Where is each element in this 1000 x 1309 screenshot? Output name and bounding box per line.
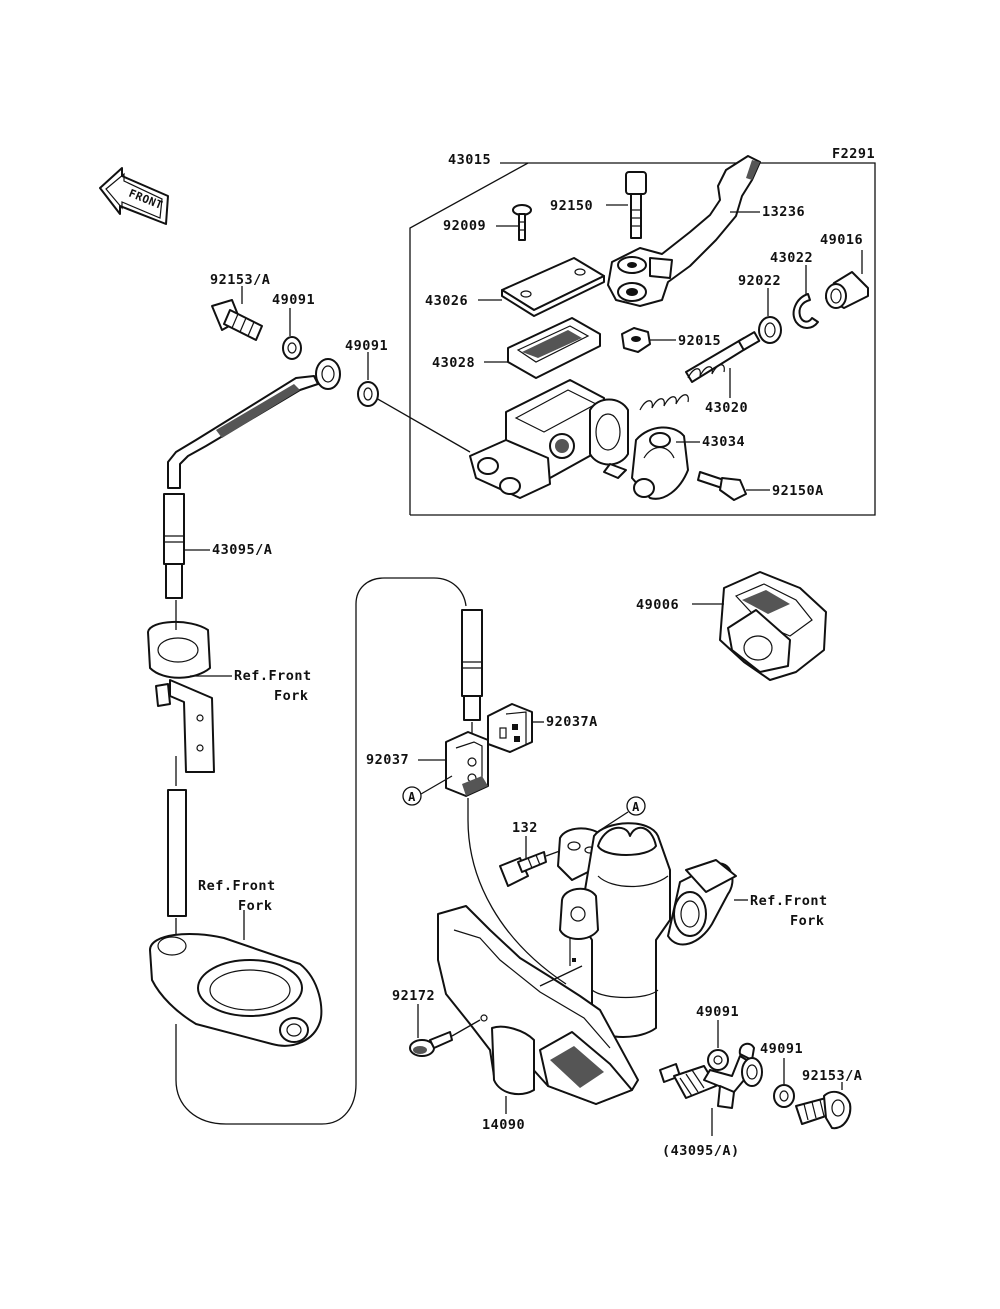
washer-49091-bottom-a [707,1049,729,1071]
hose-clamp-92037A [487,703,533,753]
clamp-43034 [631,426,689,500]
label-43095A-paren: (43095/A) [662,1143,740,1159]
master-cylinder-assembly-box [409,162,876,516]
washer-92022 [758,316,782,344]
cap-43026 [501,257,605,317]
label-43026: 43026 [425,293,468,309]
label-43028: 43028 [432,355,475,371]
callout-a-left [402,786,422,806]
figure-code: F2291 [832,146,875,162]
brake-hose-43095A-lower [167,789,187,917]
label-49091-top-mid: 49091 [345,338,388,354]
boot-49016 [825,271,869,309]
callout-a-right [626,796,646,816]
brake-hose-43095A-upper [167,358,341,489]
label-49091-bottom-b: 49091 [760,1041,803,1057]
cover-49006 [719,571,827,681]
banjo-bolt-92153A-bottom [795,1090,852,1130]
label-92037: 92037 [366,752,409,768]
label-92022: 92022 [738,273,781,289]
label-49091-top-left: 49091 [272,292,315,308]
label-ref-front-fork-3a: Ref.Front [750,893,828,909]
lever-13236 [607,155,761,307]
label-92037A: 92037A [546,714,598,730]
label-132: 132 [512,820,538,836]
guard-14090 [437,905,639,1105]
fork-leg-caliper [557,822,737,1038]
label-ref-front-fork-2a: Ref.Front [198,878,276,894]
washer-49091-bottom-b [773,1084,795,1108]
hose-guide-upper [147,620,215,773]
label-43095A: 43095/A [212,542,272,558]
banjo-bolt-92153A-top [211,299,263,341]
label-49006: 49006 [636,597,679,613]
label-49091-bottom-a: 49091 [696,1004,739,1020]
fork-clamp-lower [149,933,323,1047]
label-43020: 43020 [705,400,748,416]
label-92150: 92150 [550,198,593,214]
master-cylinder-body [469,379,629,499]
brake-hose-43095A-fitting [163,493,185,599]
label-43034: 43034 [702,434,745,450]
bolt-92150A [697,471,747,501]
label-49016: 49016 [820,232,863,248]
label-92172: 92172 [392,988,435,1004]
label-ref-front-fork-1a: Ref.Front [234,668,312,684]
front-direction-arrow: FRONT [99,167,169,225]
nut-92015 [621,327,651,353]
label-ref-front-fork-2b: Fork [238,898,273,914]
label-92153A-top: 92153/A [210,272,270,288]
screw-92009 [512,204,532,241]
label-92009: 92009 [443,218,486,234]
diaphragm-43028 [507,317,601,379]
circlip-43022 [792,293,819,329]
brake-hose-middle [461,609,483,721]
washer-49091-top-left [282,336,302,360]
label-43022: 43022 [770,250,813,266]
label-43015: 43015 [448,152,491,168]
bolt-92150 [625,171,647,239]
screw-92172 [409,1031,453,1057]
label-13236: 13236 [762,204,805,220]
label-ref-front-fork-1b: Fork [274,688,309,704]
label-ref-front-fork-3b: Fork [790,913,825,929]
bolt-132 [499,851,547,887]
piston-spring-43020 [639,331,761,411]
callout-a-right-text: A [632,800,640,814]
label-92150A: 92150A [772,483,824,499]
label-14090: 14090 [482,1117,525,1133]
label-92015: 92015 [678,333,721,349]
label-92153A-bottom: 92153/A [802,1068,862,1084]
callout-a-left-text: A [408,790,416,804]
brake-hose-fitting-lower [659,1042,763,1109]
washer-49091-top-mid [357,381,379,407]
hose-clamp-92037 [445,731,489,797]
